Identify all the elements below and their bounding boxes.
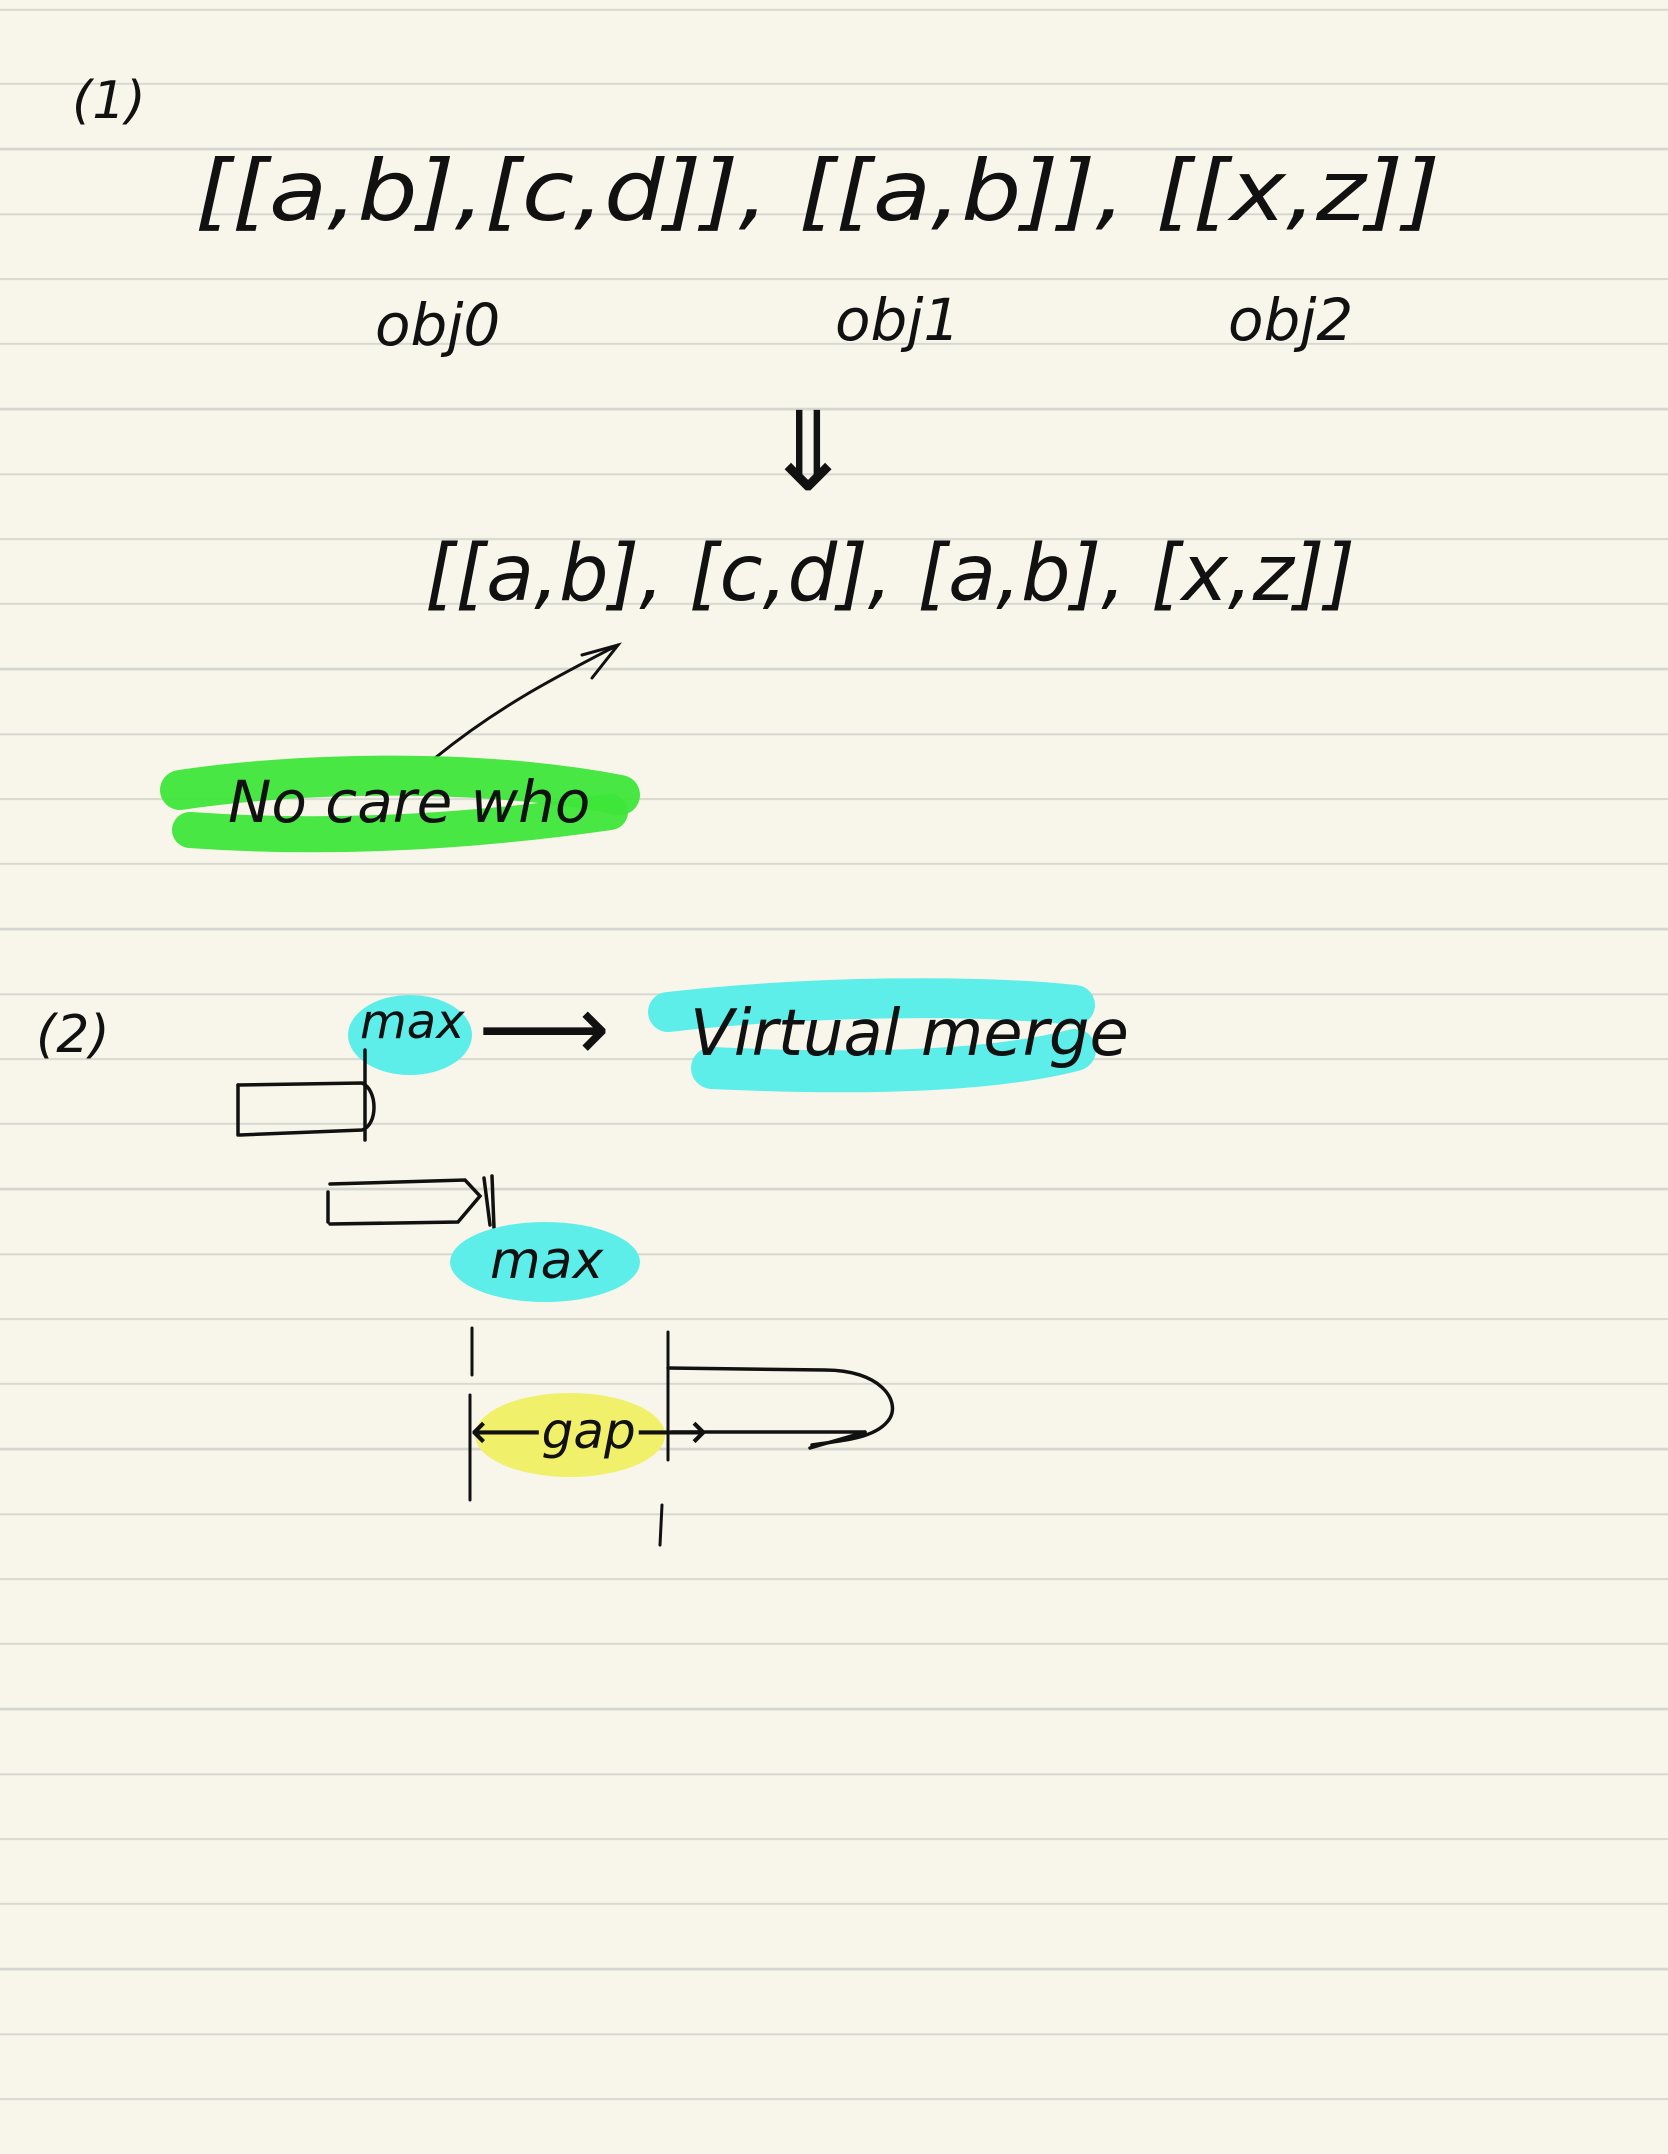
max-top-highlight xyxy=(348,995,472,1075)
interval-bar-1 xyxy=(236,1048,376,1142)
note-pointer-arrow xyxy=(433,642,623,760)
section-1-label: (1) xyxy=(72,71,146,131)
interval-bar-3 xyxy=(666,1366,895,1450)
gap-left-marker xyxy=(468,1326,474,1502)
max-bottom-label: max xyxy=(490,1231,605,1291)
gap-label: ⟵gap⟶ xyxy=(470,1402,707,1460)
interval-bar-2 xyxy=(326,1174,496,1230)
gap-right-marker xyxy=(658,1330,670,1547)
gap-highlight xyxy=(475,1393,665,1477)
right-arrow: ⟶ xyxy=(478,975,610,1082)
virtual-merge-label: Virtual merge xyxy=(690,997,1129,1071)
max-bottom-highlight xyxy=(450,1222,640,1302)
section-2-label: (2) xyxy=(36,1005,110,1065)
double-down-arrow: ⇓ xyxy=(762,388,854,516)
obj0-label: obj0 xyxy=(375,291,500,359)
output-flat-list: [[a,b], [c,d], [a,b], [x,z]] xyxy=(425,529,1355,619)
green-highlight xyxy=(160,755,640,853)
obj1-label: obj1 xyxy=(835,286,960,354)
max-top-label: max xyxy=(360,994,465,1050)
no-care-who-note: No care who xyxy=(228,768,590,836)
obj2-label: obj2 xyxy=(1228,286,1353,354)
input-nested-list: [[a,b],[c,d]], [[a,b]], [[x,z]] xyxy=(195,142,1440,240)
virtual-merge-highlight xyxy=(648,978,1096,1093)
